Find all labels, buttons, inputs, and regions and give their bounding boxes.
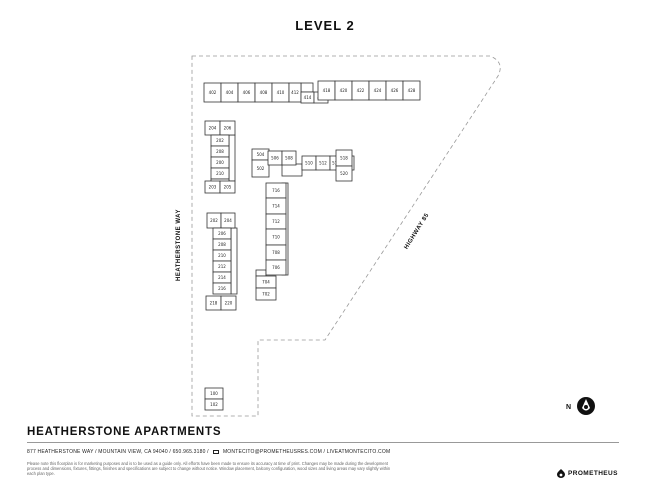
unit-label[interactable]: 204 [224, 218, 232, 223]
unit-label[interactable]: 710 [272, 234, 280, 239]
site-plan-map: HEATHERSTONE WAY HIGHWAY 85 402 404 406 408… [176, 55, 595, 417]
unit-label[interactable]: 422 [357, 88, 365, 93]
address-text: 877 HEATHERSTONE WAY / MOUNTAIN VIEW, CA… [27, 449, 209, 455]
building-connector [228, 134, 236, 182]
unit-outline [335, 165, 353, 182]
building-connector [255, 269, 267, 277]
unit-label[interactable]: 102 [210, 402, 218, 407]
unit-label[interactable]: 205 [224, 184, 232, 189]
building-west-upper: 204206202208200210212203205 [204, 120, 236, 194]
unit-label[interactable]: 420 [340, 88, 348, 93]
unit-label[interactable]: 506 [271, 155, 279, 160]
unit-outline [255, 287, 277, 301]
unit-label[interactable]: 100 [210, 391, 218, 396]
unit-label[interactable]: 210 [216, 171, 224, 176]
flame-icon [557, 469, 565, 478]
email-website-text: MONTECITO@PROMETHEUSRES.COM / LIVEATMONT… [222, 449, 391, 455]
unit-outline [281, 150, 297, 166]
unit-outline [265, 259, 287, 276]
footer-divider [27, 442, 619, 443]
unit-label[interactable]: 428 [408, 88, 416, 93]
unit-label[interactable]: 210 [218, 253, 226, 258]
unit-label[interactable]: 203 [209, 184, 217, 189]
building-layer: 4024044064084104124144164184204224244264… [203, 80, 421, 411]
unit-label[interactable]: 220 [225, 300, 233, 305]
disclaimer-text: Please note this floorplan is for market… [27, 461, 391, 477]
building-center-south: 716 714 712 710 708 706 704 702 [255, 182, 287, 301]
unit-label[interactable]: 406 [243, 90, 251, 95]
unit-label[interactable]: 202 [210, 218, 218, 223]
building-connector [281, 163, 303, 177]
mail-icon [213, 449, 220, 454]
street-label-east: HIGHWAY 85 [404, 212, 431, 250]
building-center-east: 504502506508510512514516518520 [251, 148, 355, 182]
contact-line: 877 HEATHERSTONE WAY / MOUNTAIN VIEW, CA… [27, 449, 390, 455]
unit-label[interactable]: 508 [285, 155, 293, 160]
page-title: LEVEL 2 [295, 18, 355, 33]
unit-label[interactable]: 208 [218, 242, 226, 247]
property-name: HEATHERSTONE APARTMENTS [27, 426, 222, 438]
unit-label[interactable]: 510 [305, 160, 313, 165]
unit-label[interactable]: 424 [374, 88, 382, 93]
north-arrow-icon: N [566, 397, 595, 415]
building-north-wing: 402404406408410412414416 [203, 82, 329, 104]
unit-label[interactable]: 202 [216, 138, 224, 143]
unit-label[interactable]: 208 [216, 149, 224, 154]
unit-label[interactable]: 410 [277, 90, 285, 95]
unit-outline [251, 159, 270, 178]
unit-outline [212, 282, 232, 295]
unit-label[interactable]: 706 [272, 265, 280, 270]
unit-label[interactable]: 716 [272, 188, 280, 193]
unit-label[interactable]: 204 [209, 125, 217, 130]
unit-label[interactable]: 200 [216, 160, 224, 165]
unit-label[interactable]: 418 [323, 88, 331, 93]
property-boundary [191, 55, 501, 417]
unit-outline [204, 398, 224, 411]
street-label-west: HEATHERSTONE WAY [176, 209, 182, 281]
brand-name: PROMETHEUS [568, 470, 618, 477]
unit-label[interactable]: 218 [210, 300, 218, 305]
unit-label[interactable]: 412 [291, 90, 299, 95]
unit-label[interactable]: 212 [218, 264, 226, 269]
unit-label[interactable]: 518 [340, 155, 348, 160]
unit-label[interactable]: 402 [209, 90, 217, 95]
prometheus-logo: PROMETHEUS [557, 469, 618, 478]
unit-label[interactable]: 206 [218, 231, 226, 236]
unit-label[interactable]: 404 [226, 90, 234, 95]
unit-label[interactable]: 512 [319, 160, 327, 165]
unit-label[interactable]: 502 [257, 166, 265, 171]
building-northeast-wing: 418 420 422 424 426 428 [317, 80, 421, 101]
unit-label[interactable]: 714 [272, 203, 280, 208]
unit-label[interactable]: 702 [262, 291, 270, 296]
unit-label[interactable]: 520 [340, 171, 348, 176]
unit-label[interactable]: 206 [224, 125, 232, 130]
unit-label[interactable]: 426 [391, 88, 399, 93]
unit-label[interactable]: 708 [272, 250, 280, 255]
unit-label[interactable]: 408 [260, 90, 268, 95]
building-connector [230, 227, 238, 295]
unit-outline [402, 80, 421, 101]
unit-label[interactable]: 216 [218, 286, 226, 291]
unit-label[interactable]: 414 [304, 95, 312, 100]
unit-outline [219, 180, 236, 194]
unit-label[interactable]: 712 [272, 219, 280, 224]
building-west-lower: 202 204 206 208 210 212 214 216 218 220 [205, 212, 237, 311]
unit-label[interactable]: 704 [262, 279, 270, 284]
compass-label: N [566, 404, 571, 411]
building-southwest-small: 100 102 [204, 387, 224, 411]
unit-outline [220, 295, 237, 311]
unit-label[interactable]: 504 [257, 152, 265, 157]
building-connector [300, 82, 314, 93]
unit-label[interactable]: 214 [218, 275, 226, 280]
